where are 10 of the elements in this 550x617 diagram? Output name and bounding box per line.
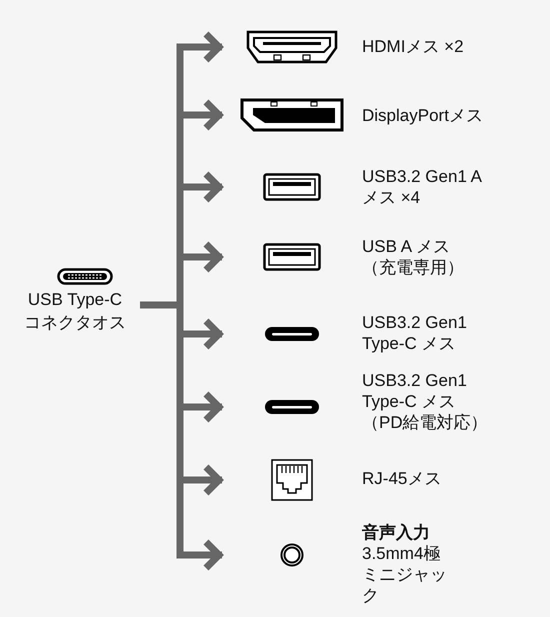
- port-label: 3.5mm4極ミニジャック: [362, 543, 448, 606]
- port-label: DisplayPortメス: [362, 105, 484, 126]
- port-label: HDMIメス ×2: [362, 36, 465, 57]
- port-label: USB A メス（充電専用）: [362, 236, 465, 278]
- connector-label: USB Type-C コネクタオス: [23, 289, 127, 334]
- port-label: RJ-45メス: [362, 468, 442, 489]
- port-heading: 音声入力: [362, 522, 431, 543]
- port-label: USB3.2 Gen1 Type-C メス: [362, 312, 468, 354]
- port-label: USB3.2 Gen1 A メス ×4: [362, 166, 483, 208]
- port-label: USB3.2 Gen1 Type-C メス（PD給電対応）: [362, 370, 489, 433]
